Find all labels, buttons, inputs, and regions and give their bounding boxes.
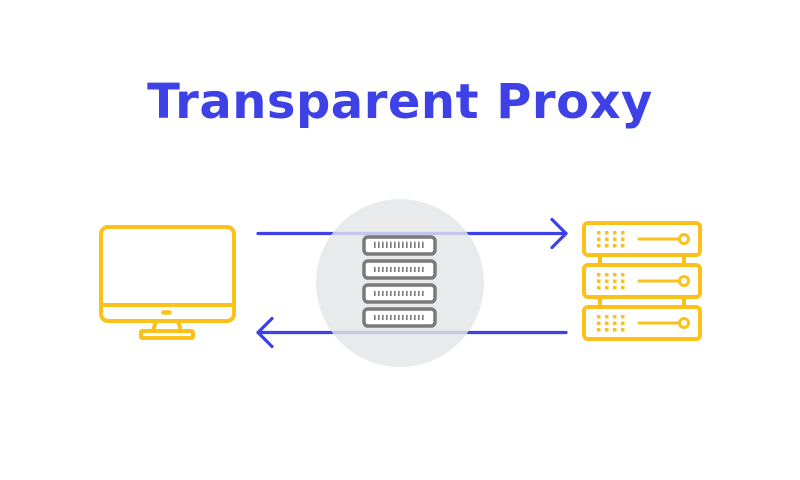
proxy-circle <box>316 199 484 367</box>
diagram-title: Transparent Proxy <box>147 74 653 130</box>
server-stack-icon <box>582 221 702 341</box>
server-rack-icon <box>362 235 437 328</box>
desktop-monitor-icon <box>99 225 236 340</box>
